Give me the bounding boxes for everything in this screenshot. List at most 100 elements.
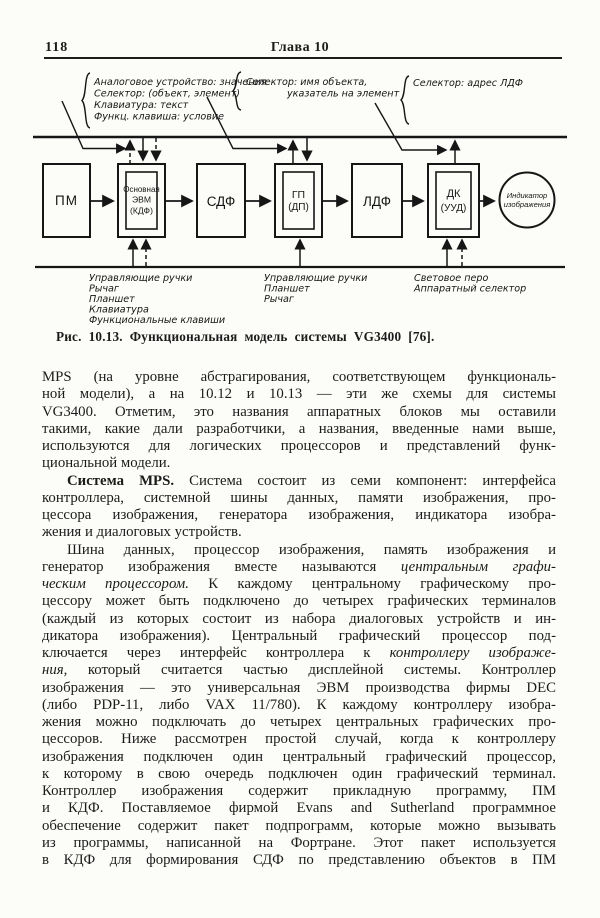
plain-text: (либо PDP-11, либо VAX 11/780). К каждом… — [42, 696, 556, 713]
box-gp-inner — [282, 171, 315, 230]
plain-text: Контроллер изображения содержит прикладн… — [42, 783, 556, 799]
plain-text: (каждый из которых состоит из набора диа… — [42, 610, 556, 627]
text-line: дикатора изображения). Центральный графи… — [42, 628, 556, 645]
top-bus-connectors — [124, 138, 461, 164]
indicator-label-1: Индикатор — [507, 191, 548, 200]
plain-text: жения и диалоговых устройств. — [42, 524, 242, 541]
figure-diagram: Аналоговое устройство: значения Селектор… — [33, 71, 567, 326]
text-line: из программы, написанной на Фортране. Эт… — [42, 835, 556, 852]
box-ldf-label: ЛДФ — [363, 194, 391, 209]
box-host-label-1: Основная — [123, 185, 160, 194]
text-line: изображения подключен один центральный г… — [42, 749, 556, 766]
tap-arrow-gp — [206, 96, 288, 154]
box-sdf-label: СДФ — [207, 194, 236, 209]
text-line: Система MPS. Система состоит из семи ком… — [42, 473, 556, 490]
plain-text: цессоров. Ниже рассмотрен простой случай… — [42, 731, 556, 748]
label-braces — [81, 71, 410, 129]
box-gp-label-2: (ДП) — [288, 202, 309, 213]
box-labels: ПМ Основная ЭВМ (КДФ) СДФ ГП (ДП) ЛДФ ДК… — [55, 185, 550, 216]
text-line: (либо PDP-11, либо VAX 11/780). К каждом… — [42, 697, 556, 714]
text-line: контроллера, системной шины данных, памя… — [42, 490, 556, 507]
page-number: 118 — [45, 40, 69, 55]
plain-text: жения можно подключать до четырех центра… — [42, 714, 556, 730]
plain-text: изображения — это универсальная ЭВМ прои… — [42, 679, 556, 696]
text-line: циональной модели. — [42, 455, 556, 472]
top-label-1-line-1: Аналоговое устройство: значения — [93, 77, 267, 88]
top-label-1-line-3: Клавиатура: текст — [94, 100, 189, 111]
text-line: Контроллер изображения содержит прикладн… — [42, 783, 556, 800]
plain-text: MPS (на уровне абстрагирования, соответс… — [42, 369, 556, 385]
bottom-label-2-line-3: Рычаг — [264, 294, 295, 305]
bottom-label-1-line-1: Управляющие ручки — [89, 273, 192, 284]
text-line: (каждый из которых состоит из набора диа… — [42, 611, 556, 628]
figure-caption: Рис. 10.13. Функциональная модель систем… — [56, 329, 435, 344]
text-line: Шина данных, процессор изображения, памя… — [42, 542, 556, 559]
italic-text: центральным графи- — [400, 558, 556, 575]
plain-text: контроллера, системной шины данных, памя… — [42, 489, 556, 506]
diagram-boxes — [42, 163, 556, 238]
box-pm — [42, 163, 91, 238]
tap-arrow-dk — [374, 102, 448, 156]
box-gp-label-1: ГП — [292, 189, 305, 201]
text-line: цессоров. Ниже рассмотрен простой случай… — [42, 731, 556, 748]
plain-text: ключается через интерфейс контроллера к — [42, 645, 390, 661]
bottom-label-2-line-1: Управляющие ручки — [264, 273, 367, 284]
top-label-2-line-1: Селектор: имя объекта, — [246, 76, 367, 88]
plain-text: используются для логических процессоров … — [42, 438, 556, 454]
box-dk-label-2: (УУД) — [441, 203, 467, 214]
text-line: цессору может быть подключено до четырех… — [42, 593, 556, 610]
top-label-1-line-2: Селектор: (объект, элемент) — [94, 88, 240, 100]
text-line: ния, который считается частью дисплейной… — [42, 662, 556, 679]
plain-text: К каждому центральному графическому про- — [188, 576, 556, 592]
box-sdf — [196, 163, 246, 238]
text-line: ключается через интерфейс контроллера к … — [42, 645, 556, 662]
plain-text: Система состоит из семи компонент: интер… — [174, 472, 556, 489]
bus-taps — [61, 96, 448, 156]
top-label-2-line-2: указатель на элемент — [286, 89, 400, 100]
chapter-header: Глава 10 — [270, 40, 330, 55]
text-line: обеспечение содержит пакет подпрограмм, … — [42, 818, 556, 835]
tap-arrow-host — [61, 100, 127, 154]
box-pm-label: ПМ — [55, 193, 78, 208]
plain-text: Шина данных, процессор изображения, памя… — [67, 541, 556, 558]
text-line: изображения — это универсальная ЭВМ прои… — [42, 680, 556, 697]
plain-text: ной модели), а на 10.12 и 10.13 — эти же… — [42, 386, 556, 403]
indicator-circle — [498, 171, 556, 229]
text-line: ческим процессором. К каждому центрально… — [42, 576, 556, 593]
text-line: жения и диалоговых устройств. — [42, 524, 556, 541]
text-line: генератор изображения вместе называются … — [42, 559, 556, 576]
plain-text: генератор изображения вместе называются — [42, 558, 401, 575]
bottom-label-1-line-3: Планшет — [89, 294, 135, 305]
box-dk-label-1: ДК — [447, 188, 461, 200]
box-host-outer — [117, 163, 166, 238]
plain-text: в КДФ для формирования СДФ по представле… — [42, 852, 556, 868]
plain-text: цессору может быть подключено до четырех… — [42, 593, 556, 610]
top-label-1-line-4: Функц. клавиша: условие — [94, 112, 224, 123]
plain-text: изображения подключен один центральный г… — [42, 748, 556, 765]
box-host-label-3: (КДФ) — [130, 206, 153, 216]
bottom-bus-connectors — [127, 238, 468, 266]
body-text: MPS (на уровне абстрагирования, соответс… — [42, 369, 556, 869]
text-line: MPS (на уровне абстрагирования, соответс… — [42, 369, 556, 386]
top-label-3-line-1: Селектор: адрес ЛДФ — [413, 78, 523, 89]
box-ldf — [351, 163, 403, 238]
plain-text: VG3400. Отметим, это названия аппаратных… — [42, 403, 556, 420]
box-host-label-2: ЭВМ — [132, 195, 151, 205]
plain-text: такими, какие дали разработчики, а назва… — [42, 420, 556, 437]
text-line: цессора изображения, генератора изображе… — [42, 507, 556, 524]
bottom-label-1-line-2: Рычаг — [89, 284, 120, 295]
bottom-label-3-line-1: Световое перо — [414, 273, 488, 284]
italic-text: ческим процессором. — [42, 576, 189, 592]
bottom-label-3-line-2: Аппаратный селектор — [413, 284, 526, 295]
plain-text: и КДФ. Поставляемое фирмой Evans and Sut… — [42, 800, 556, 817]
text-line: такими, какие дали разработчики, а назва… — [42, 421, 556, 438]
text-line: к которому в свою очередь подключен один… — [42, 766, 556, 783]
bottom-label-1-line-4: Клавиатура — [89, 305, 149, 316]
plain-text: из программы, написанной на Фортране. Эт… — [42, 834, 556, 851]
plain-text: цессора изображения, генератора изображе… — [42, 507, 556, 523]
bottom-label-2-line-2: Планшет — [264, 284, 310, 295]
top-annotations: Аналоговое устройство: значения Селектор… — [93, 76, 523, 123]
plain-text: дикатора изображения). Центральный графи… — [42, 627, 556, 644]
box-dk-inner — [435, 171, 472, 230]
